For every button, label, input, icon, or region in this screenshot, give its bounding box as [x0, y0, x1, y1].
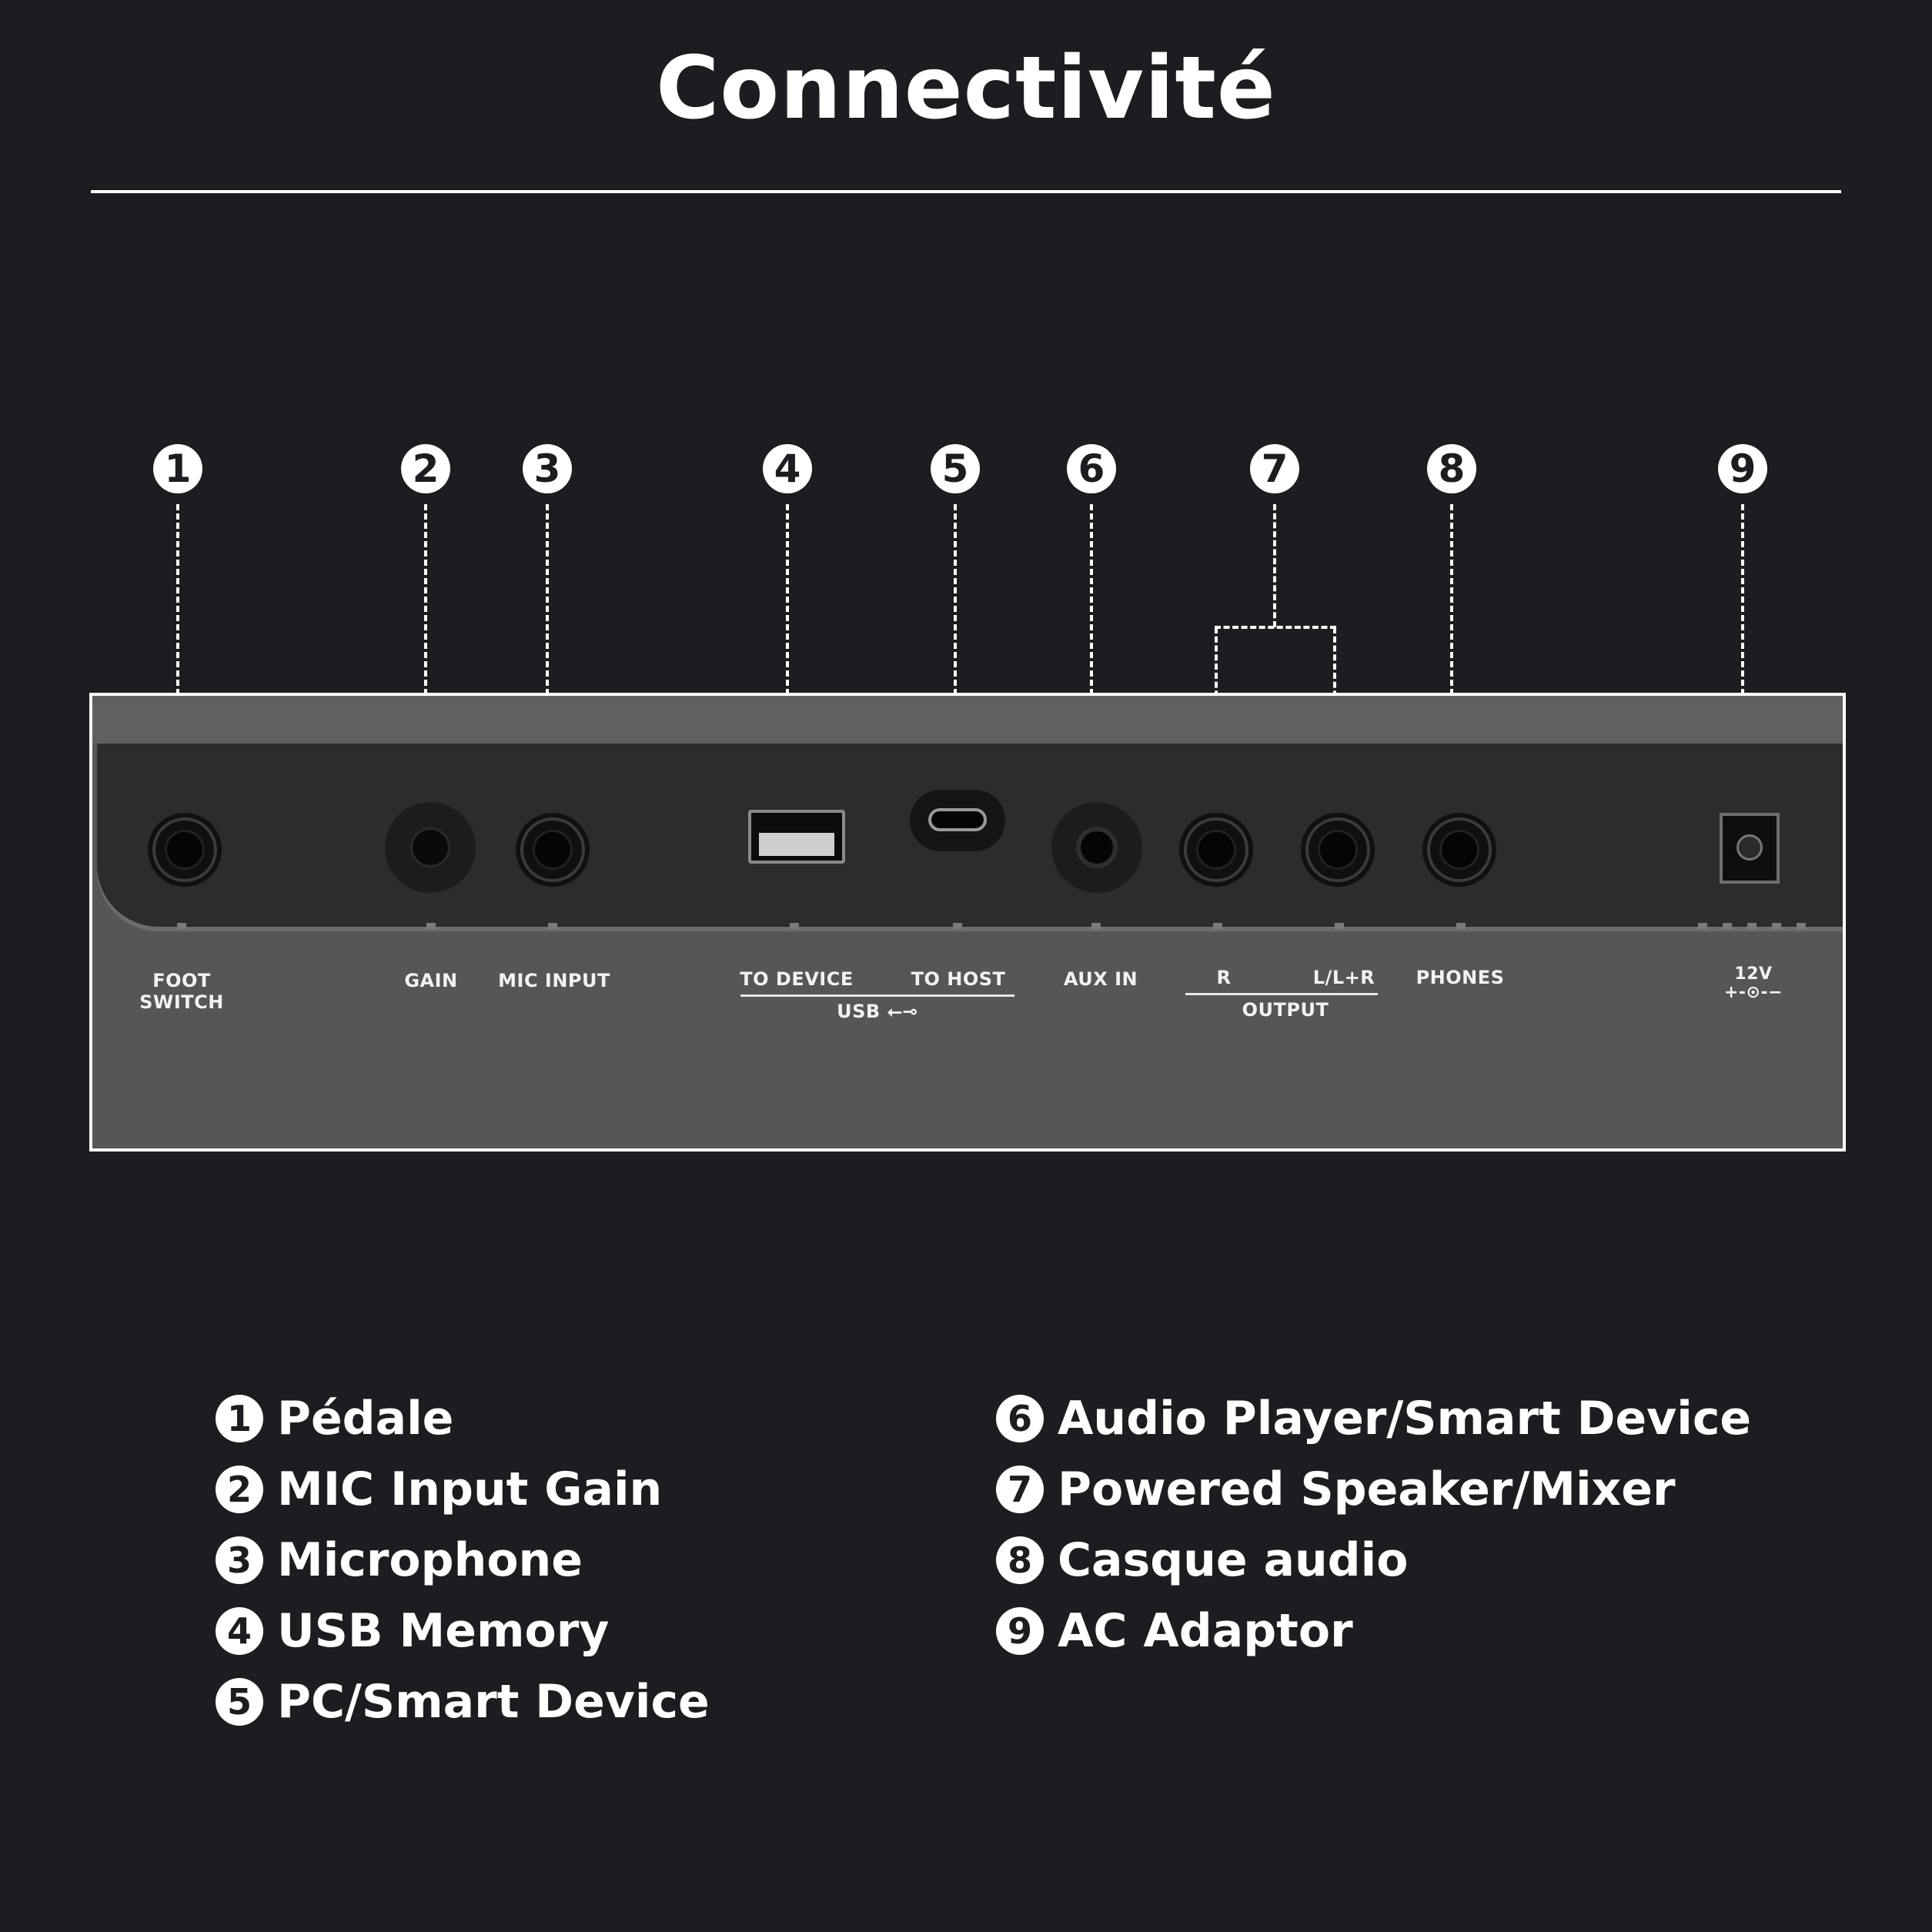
tick [953, 923, 962, 929]
mic-input-jack[interactable] [516, 813, 590, 887]
marker-1: 1 [153, 444, 202, 493]
gain-knob[interactable] [410, 827, 450, 867]
legend-number-9: 9 [996, 1607, 1044, 1655]
legend-label-2: MIC Input Gain [277, 1462, 663, 1516]
legend-number-3: 3 [216, 1536, 263, 1584]
legend-item-4: 4 USB Memory [216, 1604, 609, 1658]
aux-in-jack[interactable] [1076, 827, 1118, 868]
legend-label-7: Powered Speaker/Mixer [1058, 1462, 1676, 1516]
leader-bracket-7 [1215, 626, 1336, 629]
tick [1772, 923, 1781, 929]
tick [1213, 923, 1222, 929]
legend-number-1: 1 [216, 1395, 263, 1442]
legend-label-3: Microphone [277, 1533, 583, 1587]
marker-9: 9 [1718, 444, 1767, 493]
marker-6: 6 [1067, 444, 1116, 493]
tick [1456, 923, 1466, 929]
legend-number-4: 4 [216, 1607, 263, 1655]
marker-2: 2 [401, 444, 450, 493]
legend-item-7: 7 Powered Speaker/Mixer [996, 1462, 1676, 1516]
marker-8: 8 [1427, 444, 1476, 493]
legend-label-5: PC/Smart Device [277, 1675, 710, 1729]
tick [790, 923, 799, 929]
marker-3: 3 [523, 444, 572, 493]
tick [1698, 923, 1707, 929]
legend-label-6: Audio Player/Smart Device [1058, 1392, 1752, 1446]
output-r-jack[interactable] [1179, 813, 1253, 887]
tick [1797, 923, 1806, 929]
legend-item-1: 1 Pédale [216, 1392, 453, 1446]
rear-panel: FOOT SWITCH GAIN MIC INPUT TO DEVICE TO … [89, 693, 1846, 1152]
usb-to-host-bezel [910, 790, 1005, 851]
legend-number-8: 8 [996, 1536, 1044, 1584]
marker-5: 5 [931, 444, 980, 493]
usb-to-host-port[interactable] [928, 808, 987, 831]
legend-item-5: 5 PC/Smart Device [216, 1675, 710, 1729]
dc-polarity-icon: +-⊙-− [1723, 983, 1783, 1002]
legend-number-2: 2 [216, 1466, 263, 1513]
output-l-jack[interactable] [1301, 813, 1375, 887]
foot-switch-jack[interactable] [148, 813, 222, 887]
tick [1723, 923, 1732, 929]
usb-icon: ⭠⊸ [887, 1001, 918, 1022]
mic-input-label: MIC INPUT [498, 970, 610, 991]
legend-number-6: 6 [996, 1395, 1044, 1442]
gain-label: GAIN [404, 970, 458, 991]
legend-number-5: 5 [216, 1678, 263, 1726]
leader-line-4 [786, 504, 789, 787]
page-title: Connectivité [656, 38, 1276, 139]
legend-item-8: 8 Casque audio [996, 1533, 1408, 1587]
leader-line-8 [1450, 504, 1453, 787]
leader-line-5 [954, 504, 957, 787]
legend-number-7: 7 [996, 1466, 1044, 1513]
usb-label: USB ⭠⊸ [837, 1001, 918, 1022]
output-r-label: R [1216, 967, 1232, 988]
output-l-label: L/L+R [1312, 967, 1375, 988]
legend-item-6: 6 Audio Player/Smart Device [996, 1392, 1751, 1446]
tick [1335, 923, 1344, 929]
to-host-label: TO HOST [911, 968, 1006, 990]
usb-to-device-port[interactable] [748, 810, 845, 864]
legend-label-4: USB Memory [277, 1604, 610, 1658]
foot-switch-label: FOOT SWITCH [139, 970, 224, 1013]
tick [1747, 923, 1757, 929]
aux-in-label: AUX IN [1063, 968, 1138, 990]
leader-line-6 [1090, 504, 1093, 787]
gain-knob-bezel [385, 802, 476, 893]
legend-item-9: 9 AC Adaptor [996, 1604, 1353, 1658]
leader-line-7 [1273, 504, 1276, 627]
power-label: 12V +-⊙-− [1715, 965, 1792, 1002]
leader-line-1 [176, 504, 179, 787]
legend-item-2: 2 MIC Input Gain [216, 1462, 662, 1516]
phones-jack[interactable] [1422, 813, 1496, 887]
panel-top-edge [92, 696, 1843, 744]
phones-label: PHONES [1416, 967, 1505, 988]
output-label: OUTPUT [1242, 999, 1329, 1021]
tick [426, 923, 436, 929]
dc-power-jack[interactable] [1720, 813, 1780, 884]
marker-4: 4 [763, 444, 812, 493]
marker-7: 7 [1250, 444, 1299, 493]
legend-label-9: AC Adaptor [1058, 1604, 1353, 1658]
legend-item-3: 3 Microphone [216, 1533, 583, 1587]
legend-label-1: Pédale [277, 1392, 454, 1446]
leader-line-2 [424, 504, 427, 787]
leader-line-3 [546, 504, 549, 787]
tick [177, 923, 186, 929]
title-divider [91, 190, 1841, 193]
legend-label-8: Casque audio [1058, 1533, 1409, 1587]
to-device-label: TO DEVICE [740, 968, 854, 990]
leader-line-9 [1741, 504, 1744, 787]
usb-underline [740, 994, 1014, 997]
tick [1091, 923, 1101, 929]
tick [548, 923, 557, 929]
output-underline [1185, 993, 1378, 995]
aux-in-bezel [1051, 802, 1142, 893]
